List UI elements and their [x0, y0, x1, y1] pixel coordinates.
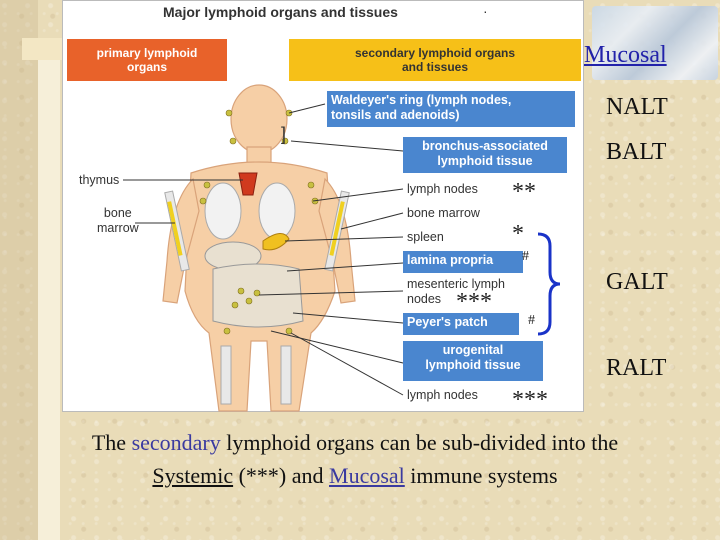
- mucosal-heading-link[interactable]: Mucosal: [584, 42, 667, 68]
- balt-box: bronchus-associated lymphoid tissue: [403, 137, 567, 173]
- thymus-organ: [238, 172, 258, 196]
- caption-part-4: immune systems: [404, 463, 558, 488]
- decorative-image: [592, 6, 718, 80]
- hash-marker-peyers: #: [528, 313, 535, 328]
- double-star-marker: **: [512, 179, 536, 205]
- lymphoid-organs-figure: Major lymphoid organs and tissues · prim…: [62, 0, 584, 412]
- slide-caption: The secondary lymphoid organs can be sub…: [10, 426, 700, 492]
- spleen-organ: [262, 233, 290, 251]
- ralt-label: RALT: [606, 355, 667, 381]
- caption-secondary: secondary: [131, 430, 221, 455]
- lymph-nodes-bottom-label: lymph nodes: [407, 388, 478, 402]
- caption-part-2: lymphoid organs can be sub-divided into …: [220, 430, 619, 455]
- galt-label: GALT: [606, 269, 668, 295]
- lamina-propria-box: lamina propria: [403, 251, 523, 273]
- thymus-label: thymus: [79, 173, 120, 187]
- figure-title: Major lymphoid organs and tissues: [163, 4, 398, 20]
- triple-star-marker-bottom: ***: [512, 387, 548, 413]
- peyers-patch-box: Peyer's patch: [403, 313, 519, 335]
- caption-systemic-link[interactable]: Systemic: [152, 463, 234, 488]
- single-star-marker: *: [512, 221, 524, 247]
- primary-organs-header: primary lymphoid organs: [67, 39, 227, 81]
- figure-title-dot: ·: [483, 3, 488, 19]
- urogenital-lymphoid-box: urogenital lymphoid tissue: [403, 341, 543, 381]
- spleen-label: spleen: [407, 230, 444, 244]
- bone-marrow-left-label: bone marrow: [97, 206, 139, 235]
- caption-part-1: The: [91, 430, 132, 455]
- galt-brace: [537, 232, 561, 336]
- mesenteric-lymph-nodes-label: mesenteric lymph nodes: [407, 277, 505, 306]
- background-strip: [0, 0, 38, 540]
- caption-mucosal-link[interactable]: Mucosal: [329, 463, 405, 488]
- waldeyers-ring-box: Waldeyer's ring (lymph nodes, tonsils an…: [327, 91, 575, 127]
- bone-marrow-right-label: bone marrow: [407, 206, 480, 220]
- body-illustration: [123, 84, 404, 412]
- balt-label: BALT: [606, 139, 667, 165]
- bracket-mark: ]: [281, 124, 287, 144]
- triple-star-marker-mid: ***: [456, 289, 492, 315]
- caption-part-3: (***) and: [233, 463, 330, 488]
- nalt-label: NALT: [606, 94, 668, 120]
- lymph-nodes-label: lymph nodes: [407, 182, 478, 196]
- secondary-organs-header: secondary lymphoid organs and tissues: [289, 39, 581, 81]
- decorative-bar-side: [38, 60, 60, 540]
- hash-marker-lamina: #: [522, 249, 529, 264]
